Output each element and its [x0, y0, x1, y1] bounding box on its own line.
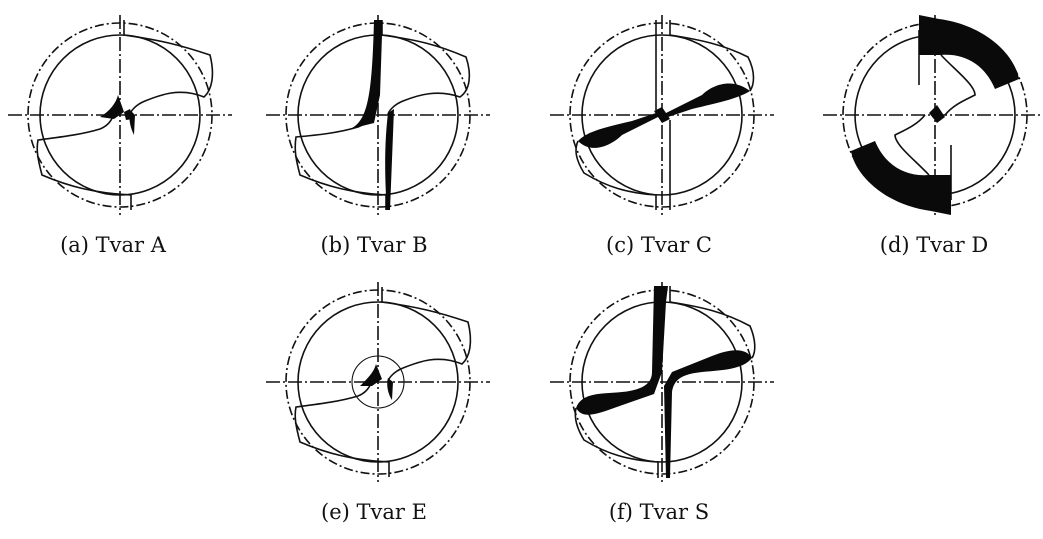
- caption-d: (d) Tvar D: [879, 233, 989, 257]
- drill-profile-f: [547, 282, 777, 482]
- drill-profile-e: [263, 282, 493, 482]
- drill-cross-section-a-diagram: [8, 15, 232, 215]
- web-fill: [576, 286, 752, 478]
- web-fill: [350, 20, 394, 210]
- upper-flute-outline: [123, 20, 214, 116]
- drill-profile-b: [263, 15, 493, 215]
- lower-flute-outline: [36, 114, 132, 210]
- caption-e: (e) Tvar E: [321, 500, 427, 524]
- web-fill: [360, 364, 393, 400]
- drill-profile-a: [5, 15, 235, 215]
- drill-cross-section-f-diagram: [550, 282, 774, 482]
- web-fill: [851, 15, 1019, 215]
- caption-a: (a) Tvar A: [60, 233, 166, 257]
- drill-cross-section-b-diagram: [266, 15, 490, 215]
- web-fill: [100, 95, 135, 135]
- drill-cross-section-d-diagram: [823, 15, 1043, 215]
- caption-f: (f) Tvar S: [608, 500, 710, 524]
- core-circle: [351, 355, 405, 409]
- drill-profile-c: [547, 15, 777, 215]
- caption-b: (b) Tvar B: [320, 233, 428, 257]
- drill-profile-d: [820, 15, 1043, 215]
- drill-cross-section-e-diagram: [266, 282, 490, 482]
- drill-cross-section-c-diagram: [550, 15, 774, 215]
- web-fill: [578, 83, 750, 148]
- caption-c: (c) Tvar C: [606, 233, 712, 257]
